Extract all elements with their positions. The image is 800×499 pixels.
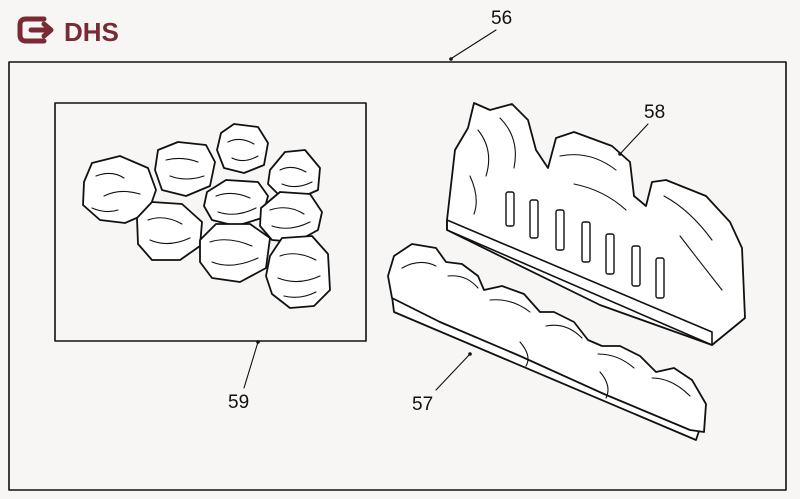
coal-pack-box bbox=[54, 102, 367, 342]
coal-piece bbox=[154, 141, 216, 197]
callout-57-label: 57 bbox=[412, 394, 433, 415]
coal-piece bbox=[203, 179, 269, 227]
front-log-set bbox=[387, 243, 707, 441]
callout-56-label: 56 bbox=[491, 8, 512, 29]
callout-58-label: 58 bbox=[644, 102, 665, 123]
callout-59-leader bbox=[243, 341, 259, 389]
coal-piece bbox=[267, 149, 321, 199]
callout-56-dot bbox=[449, 57, 453, 61]
coal-piece bbox=[259, 191, 323, 243]
callout-56-leader bbox=[451, 29, 497, 59]
dhs-logo: DHS bbox=[17, 16, 119, 47]
callout-58-dot bbox=[618, 152, 622, 156]
callout-58-leader bbox=[619, 123, 649, 155]
assembly-frame bbox=[8, 61, 787, 491]
rear-log-set bbox=[446, 102, 746, 346]
callout-59-label: 59 bbox=[228, 392, 249, 413]
logo-arrow-mark bbox=[17, 16, 54, 44]
callout-57-leader bbox=[435, 353, 471, 391]
rear-log-slots bbox=[505, 191, 665, 299]
coal-piece bbox=[136, 201, 203, 261]
coal-pieces bbox=[82, 123, 331, 309]
callout-59-dot bbox=[256, 340, 260, 344]
coal-piece bbox=[199, 223, 271, 283]
callout-57-dot bbox=[468, 352, 472, 356]
coal-piece bbox=[216, 123, 269, 174]
coal-piece bbox=[265, 235, 331, 309]
logo-text: DHS bbox=[64, 17, 119, 47]
